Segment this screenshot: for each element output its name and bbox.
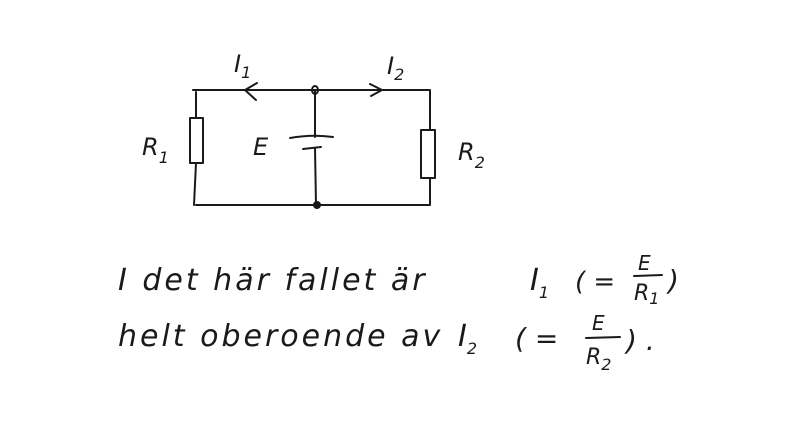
top-wire (192, 89, 431, 131)
note-line-2: helt oberoende av I2 ( = E R2 ) . (118, 311, 655, 374)
note-line-2-current: I2 (458, 319, 477, 358)
label-r1: R1 (142, 133, 169, 167)
label-i2: I2 (387, 52, 404, 84)
note-line-1-eq: ( = (575, 267, 615, 297)
resistor-r2 (420, 129, 436, 179)
label-i1: I1 (234, 50, 251, 82)
middle-wire (314, 89, 317, 206)
arrow-right-icon (369, 83, 383, 97)
battery-short-plate (302, 146, 322, 150)
note-line-1-numerator: E (638, 251, 651, 275)
label-e: E (253, 133, 269, 161)
note-line-1: I det här fallet är I1 ( = E R1 ) (118, 251, 679, 308)
label-r2: R2 (458, 138, 485, 172)
note-line-2-fraction-bar (585, 336, 621, 339)
note-line-1-text: I det här fallet är (118, 263, 428, 298)
note-line-2-text: helt oberoende av (118, 319, 443, 354)
note-line-2-eq: ( = (515, 322, 558, 355)
note-line-2-numerator: E (592, 311, 605, 335)
circuit-diagram: I1 I2 R1 R2 E (142, 50, 485, 209)
note-line-1-fraction-bar (633, 274, 663, 277)
note-line-1-close: ) (666, 264, 679, 297)
resistor-r1 (189, 117, 204, 164)
note-line-1-denominator: R1 (634, 281, 659, 308)
note-line-2-close: ) . (624, 324, 655, 357)
node-bottom (313, 201, 321, 209)
note-line-2-denominator: R2 (586, 345, 611, 374)
node-top (311, 85, 319, 95)
battery-long-plate (289, 134, 334, 139)
left-wire (193, 91, 197, 206)
arrow-left-icon (244, 82, 258, 101)
note-line-1-current: I1 (530, 263, 549, 302)
